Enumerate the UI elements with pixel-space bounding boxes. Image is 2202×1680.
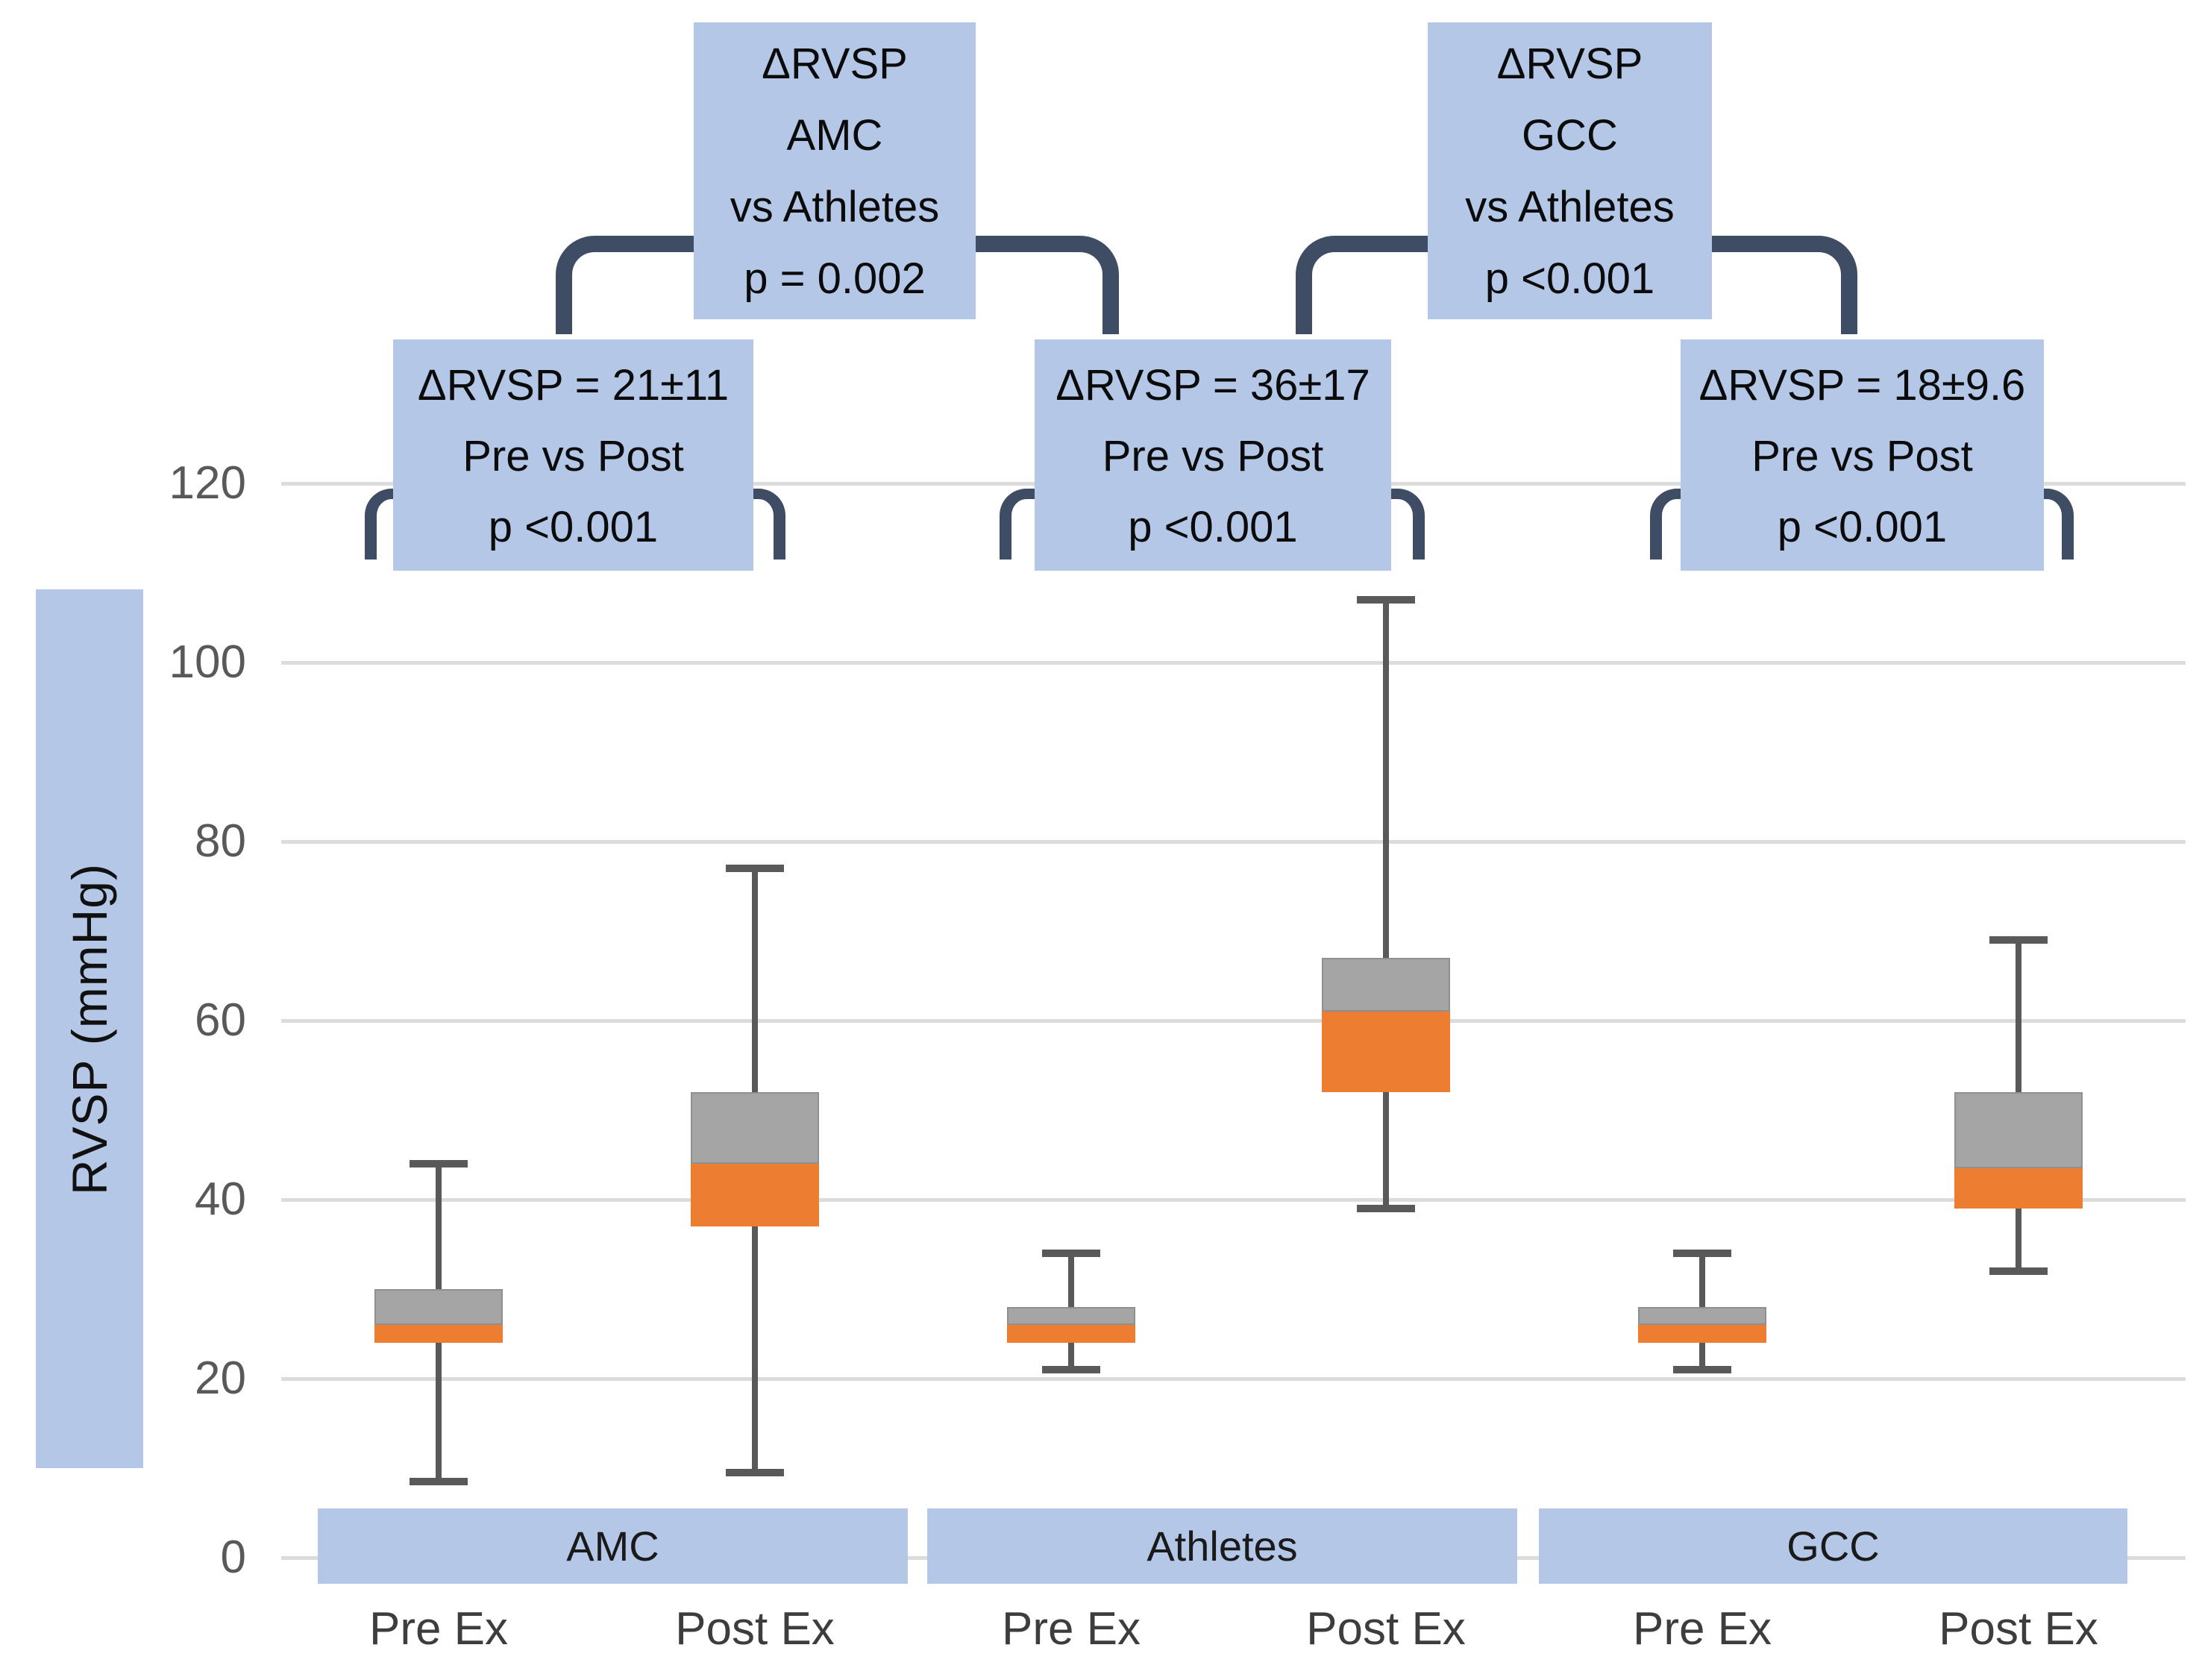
gridline-20 bbox=[281, 1377, 2186, 1381]
whisker-cap-bottom-amc-pre-ex bbox=[410, 1478, 468, 1485]
y-axis-title-band: RVSP (mmHg) bbox=[36, 589, 143, 1468]
condition-label-athletes-post-ex: Post Ex bbox=[1306, 1603, 1466, 1655]
condition-label-athletes-pre-ex: Pre Ex bbox=[1001, 1603, 1141, 1655]
annotation-box-delta-amc: ΔRVSP = 21±11 Pre vs Post p <0.001 bbox=[393, 339, 753, 571]
whisker-cap-top-amc-post-ex bbox=[726, 865, 784, 872]
annotation-line: ΔRVSP bbox=[762, 40, 908, 88]
annotation-line: vs Athletes bbox=[730, 183, 940, 231]
gridline-80 bbox=[281, 840, 2186, 844]
box-upper-gcc-post-ex bbox=[1954, 1092, 2083, 1168]
annotation-line: p <0.001 bbox=[1484, 254, 1655, 303]
whisker-cap-bottom-athletes-pre-ex bbox=[1042, 1366, 1100, 1373]
annotation-line: Pre vs Post bbox=[1102, 432, 1324, 480]
gridline-40 bbox=[281, 1198, 2186, 1202]
whisker-cap-bottom-gcc-post-ex bbox=[1989, 1267, 2048, 1275]
annotation-line: AMC bbox=[786, 111, 883, 160]
whisker-cap-top-gcc-post-ex bbox=[1989, 936, 2048, 944]
box-lower-gcc-pre-ex bbox=[1638, 1325, 1766, 1343]
annotation-line: Pre vs Post bbox=[462, 432, 684, 480]
condition-label-amc-post-ex: Post Ex bbox=[675, 1603, 835, 1655]
whisker-cap-bottom-athletes-post-ex bbox=[1357, 1205, 1415, 1212]
box-upper-athletes-pre-ex bbox=[1007, 1307, 1135, 1325]
annotation-box-delta-athletes: ΔRVSP = 36±17 Pre vs Post p <0.001 bbox=[1035, 339, 1391, 571]
y-tick-label-60: 60 bbox=[195, 994, 246, 1046]
whisker-cap-bottom-gcc-pre-ex bbox=[1673, 1366, 1731, 1373]
annotation-line: GCC bbox=[1522, 111, 1618, 160]
whisker-cap-top-gcc-pre-ex bbox=[1673, 1250, 1731, 1257]
category-band-gcc: GCC bbox=[1539, 1508, 2127, 1584]
annotation-line: ΔRVSP bbox=[1496, 40, 1643, 88]
annotation-box-gcc-vs-athletes: ΔRVSP GCC vs Athletes p <0.001 bbox=[1428, 22, 1712, 319]
annotation-box-amc-vs-athletes: ΔRVSP AMC vs Athletes p = 0.002 bbox=[694, 22, 976, 319]
box-upper-amc-post-ex bbox=[691, 1092, 819, 1164]
box-lower-athletes-post-ex bbox=[1322, 1012, 1450, 1092]
y-tick-label-20: 20 bbox=[195, 1353, 246, 1404]
annotation-line: p <0.001 bbox=[488, 503, 659, 551]
category-label-athletes: Athletes bbox=[1147, 1523, 1298, 1570]
box-lower-gcc-post-ex bbox=[1954, 1168, 2083, 1209]
category-label-amc: AMC bbox=[566, 1523, 659, 1570]
category-label-gcc: GCC bbox=[1787, 1523, 1880, 1570]
annotation-line: ΔRVSP = 21±11 bbox=[417, 361, 730, 410]
whisker-athletes-post-ex bbox=[1383, 600, 1389, 1209]
category-band-athletes: Athletes bbox=[927, 1508, 1517, 1584]
whisker-cap-top-athletes-post-ex bbox=[1357, 596, 1415, 604]
whisker-cap-bottom-amc-post-ex bbox=[726, 1469, 784, 1476]
y-tick-label-40: 40 bbox=[195, 1173, 246, 1225]
category-band-amc: AMC bbox=[318, 1508, 908, 1584]
condition-label-amc-pre-ex: Pre Ex bbox=[368, 1603, 509, 1655]
annotation-line: p = 0.002 bbox=[744, 254, 926, 303]
y-tick-label-100: 100 bbox=[169, 636, 246, 688]
condition-label-gcc-pre-ex: Pre Ex bbox=[1632, 1603, 1772, 1655]
annotation-box-delta-gcc: ΔRVSP = 18±9.6 Pre vs Post p <0.001 bbox=[1681, 339, 2044, 571]
box-upper-athletes-post-ex bbox=[1322, 958, 1450, 1012]
box-lower-amc-post-ex bbox=[691, 1164, 819, 1226]
box-upper-amc-pre-ex bbox=[374, 1289, 503, 1325]
annotation-line: Pre vs Post bbox=[1751, 432, 1973, 480]
gridline-100 bbox=[281, 661, 2186, 665]
annotation-line: ΔRVSP = 36±17 bbox=[1055, 361, 1370, 410]
gridline-60 bbox=[281, 1019, 2186, 1023]
annotation-line: p <0.001 bbox=[1777, 503, 1948, 551]
whisker-cap-top-athletes-pre-ex bbox=[1042, 1250, 1100, 1257]
condition-label-gcc-post-ex: Post Ex bbox=[1939, 1603, 2098, 1655]
whisker-cap-top-amc-pre-ex bbox=[410, 1160, 468, 1167]
y-tick-label-80: 80 bbox=[195, 815, 246, 867]
annotation-line: ΔRVSP = 18±9.6 bbox=[1698, 361, 2026, 410]
annotation-line: vs Athletes bbox=[1465, 183, 1675, 231]
y-tick-label-120: 120 bbox=[169, 457, 246, 509]
y-tick-label-0: 0 bbox=[220, 1532, 246, 1583]
box-lower-athletes-pre-ex bbox=[1007, 1325, 1135, 1343]
box-upper-gcc-pre-ex bbox=[1638, 1307, 1766, 1325]
annotation-line: p <0.001 bbox=[1128, 503, 1298, 551]
box-lower-amc-pre-ex bbox=[374, 1325, 503, 1343]
